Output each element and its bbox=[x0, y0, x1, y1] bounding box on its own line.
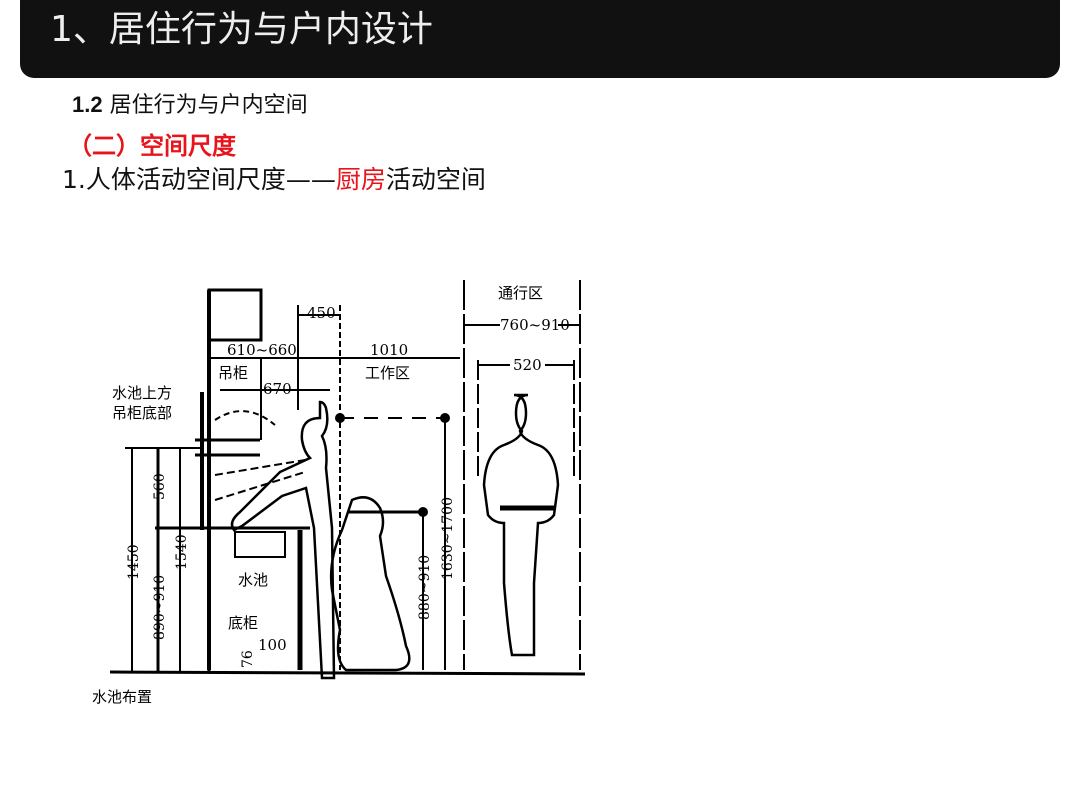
dim-76: 76 bbox=[240, 650, 256, 668]
dim-890-910: 890~910 bbox=[152, 575, 168, 640]
dim-1450: 1450 bbox=[126, 544, 142, 580]
dim-880-910: 880~910 bbox=[417, 555, 433, 620]
dim-610-660: 610~660 bbox=[227, 341, 297, 359]
label-work-zone: 工作区 bbox=[365, 364, 410, 382]
label-cabinet-bottom: 吊柜底部 bbox=[112, 404, 172, 422]
label-base-cabinet: 底柜 bbox=[228, 614, 258, 632]
section-heading: 1.2 居住行为与户内空间 bbox=[72, 90, 308, 121]
dim-450: 450 bbox=[307, 304, 336, 322]
label-passage-zone: 通行区 bbox=[498, 284, 543, 302]
drawing-svg: 450 610~660 1010 工作区 吊柜 670 通行区 760~910 … bbox=[92, 280, 586, 706]
dim-1010: 1010 bbox=[370, 341, 408, 359]
label-sink: 水池 bbox=[238, 571, 268, 589]
figure-caption: 水池布置 bbox=[92, 688, 152, 706]
subsection-heading: （二）空间尺度 bbox=[68, 132, 236, 160]
label-wall-cabinet: 吊柜 bbox=[218, 364, 248, 382]
dim-520: 520 bbox=[513, 356, 542, 374]
item-prefix: 1.人体活动空间尺度—— bbox=[62, 165, 336, 194]
item-heading: 1.人体活动空间尺度——厨房活动空间 bbox=[62, 164, 486, 196]
dim-100: 100 bbox=[258, 636, 287, 654]
dim-1540: 1540 bbox=[174, 534, 190, 570]
dim-760-910: 760~910 bbox=[500, 316, 570, 334]
dim-1630-1700: 1630~1700 bbox=[440, 497, 456, 580]
dim-560: 560 bbox=[152, 473, 168, 500]
header-bar: 1、居住行为与户内设计 bbox=[20, 0, 1060, 78]
kitchen-dimension-drawing: 450 610~660 1010 工作区 吊柜 670 通行区 760~910 … bbox=[80, 270, 600, 710]
label-cabinet-over-sink: 水池上方 bbox=[112, 384, 172, 402]
section-title: 居住行为与户内空间 bbox=[109, 93, 308, 118]
dim-670: 670 bbox=[263, 380, 292, 398]
item-suffix: 活动空间 bbox=[385, 165, 486, 194]
item-highlight: 厨房 bbox=[335, 165, 386, 194]
section-number: 1.2 bbox=[72, 92, 103, 117]
page-title: 1、居住行为与户内设计 bbox=[50, 9, 433, 50]
